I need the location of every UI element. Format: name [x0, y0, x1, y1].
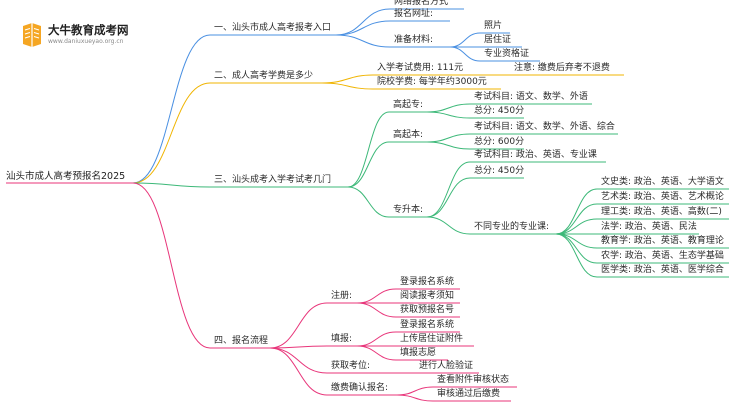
- root-topic: 汕头市成人高考预报名2025: [6, 171, 126, 182]
- connector-d3-3-0-0: [356, 288, 397, 304]
- node-d3-3-3-1: 审核通过后缴费: [437, 389, 501, 399]
- connector-d2-2-1: [347, 141, 390, 188]
- connector-d1-0: [132, 34, 211, 184]
- node-d2-0-1: 报名网址:: [394, 9, 434, 19]
- connector-d2-1-0: [321, 74, 374, 84]
- node-d4-2-2-2-6: 医学类: 政治、英语、医学综合: [601, 265, 724, 275]
- node-d1-1: 二、成人高考学费是多少: [214, 71, 314, 81]
- node-d3-3-0-2: 获取预报名号: [400, 305, 455, 315]
- node-d2-0-2: 准备材料:: [394, 35, 434, 45]
- connector-d3-2-2-1: [426, 177, 471, 218]
- connector-d4-2-2-2-2: [555, 218, 598, 235]
- node-d3-2-1-1: 总分: 600分: [474, 137, 525, 147]
- node-d3-2-2-0: 考试科目: 政治、英语、专业课: [474, 150, 597, 160]
- node-d1-2: 三、汕头成考入学考试考几门: [214, 175, 332, 185]
- node-d2-3-2: 获取考位:: [331, 361, 371, 371]
- node-d2-1-0: 入学考试费用: 111元: [377, 63, 464, 73]
- connector-d1-2: [132, 182, 211, 188]
- book-logo-icon: [23, 23, 41, 47]
- connector-d2-3-2: [269, 347, 328, 374]
- node-d2-3-1: 填报:: [331, 334, 353, 344]
- connector-d2-3-3: [269, 347, 328, 396]
- node-d4-2-2-2-2: 理工类: 政治、英语、高数(二): [601, 207, 722, 217]
- connector-d4-2-2-2-0: [555, 188, 598, 235]
- node-d3-0-2-0: 照片: [484, 21, 503, 31]
- node-d4-2-2-2-3: 法学: 政治、英语、民法: [601, 222, 697, 232]
- connector-d4-2-2-2-1: [555, 203, 598, 235]
- connector-d2-2-0: [347, 111, 390, 188]
- connector-d4-2-2-2-4: [555, 233, 598, 249]
- logo-title: 大牛教育成考网: [48, 23, 129, 37]
- node-d4-2-2-2-4: 教育学: 政治、英语、教育理论: [601, 236, 724, 246]
- connector-d3-2-0-0: [426, 103, 471, 113]
- node-d2-3-3: 缴费确认报名:: [331, 383, 389, 393]
- node-d4-2-2-2-1: 艺术类: 政治、英语、艺术概论: [601, 192, 724, 202]
- connector-d2-2-2: [347, 186, 390, 218]
- connector-d3-0-2-0: [449, 32, 481, 48]
- connector-d3-3-1-2: [356, 345, 397, 361]
- node-d3-3-3-0: 查看附件审核状态: [437, 375, 510, 385]
- node-d4-2-2-2-0: 文史类: 政治、英语、大学语文: [601, 177, 724, 187]
- connector-d2-0-1: [335, 20, 391, 36]
- connector-d4-2-2-2-6: [555, 233, 598, 278]
- connector-d2-3-0: [269, 302, 328, 349]
- node-d2-2-2: 专升本:: [393, 205, 424, 215]
- node-d3-3-0-0: 登录报名系统: [400, 277, 455, 287]
- node-d3-3-1-0: 登录报名系统: [400, 320, 455, 330]
- node-d3-2-0-1: 总分: 450分: [474, 106, 525, 116]
- connector-d3-2-0-1: [426, 111, 471, 119]
- node-d3-3-1-1: 上传居住证附件: [400, 334, 464, 344]
- node-d3-1-0-0: 注意: 缴费后弃考不退费: [514, 63, 610, 73]
- connector-d1-3: [132, 182, 211, 349]
- connector-d1-1: [132, 82, 211, 184]
- node-d4-2-2-2-5: 农学: 政治、英语、生态学基础: [601, 251, 724, 261]
- connector-d3-2-1-0: [426, 133, 471, 143]
- connector-d4-2-2-2-5: [555, 233, 598, 264]
- node-d3-2-1-0: 考试科目: 语文、数学、外语、综合: [474, 122, 615, 132]
- node-d3-0-2-2: 专业资格证: [484, 49, 530, 59]
- connector-d2-1-1: [321, 82, 374, 90]
- node-d3-0-2-1: 居住证: [484, 35, 512, 45]
- site-logo: 大牛教育成考网 www.daniuxueyao.org.cn: [14, 14, 134, 54]
- connector-d3-0-2-2: [449, 46, 481, 62]
- connector-d3-3-3-0: [396, 386, 434, 396]
- node-d3-3-1-2: 填报志愿: [400, 348, 437, 358]
- node-d2-2-0: 高起专:: [393, 100, 424, 110]
- node-d3-2-0-0: 考试科目: 语文、数学、外语: [474, 92, 588, 102]
- node-d2-3-0: 注册:: [331, 291, 353, 301]
- node-d3-2-2-2: 不同专业的专业课:: [474, 222, 550, 232]
- connector-d2-3-1: [269, 345, 328, 349]
- connector-d2-0-0: [335, 8, 391, 36]
- node-d2-1-1: 院校学费: 每学年约3000元: [377, 77, 487, 87]
- node-d1-0: 一、汕头市成人高考报考入口: [214, 23, 332, 33]
- node-d1-3: 四、报名流程: [214, 336, 269, 346]
- node-d3-2-2-1: 总分: 450分: [474, 166, 525, 176]
- node-d2-2-1: 高起本:: [393, 130, 424, 140]
- connector-d3-3-0-2: [356, 302, 397, 318]
- node-d2-0-0: 网络报名方式: [394, 0, 449, 7]
- connector-d3-2-2-2: [426, 216, 471, 235]
- connector-d3-3-1-0: [356, 331, 397, 347]
- connector-d3-3-3-1: [396, 394, 434, 402]
- connector-d3-2-1-1: [426, 141, 471, 150]
- connector-d2-0-2: [335, 34, 391, 48]
- node-d3-3-2-0: 进行人脸验证: [419, 361, 474, 371]
- connector-d3-2-2-0: [426, 161, 471, 218]
- logo-url: www.daniuxueyao.org.cn: [48, 38, 124, 45]
- node-d3-3-0-1: 阅读报考须知: [400, 291, 455, 301]
